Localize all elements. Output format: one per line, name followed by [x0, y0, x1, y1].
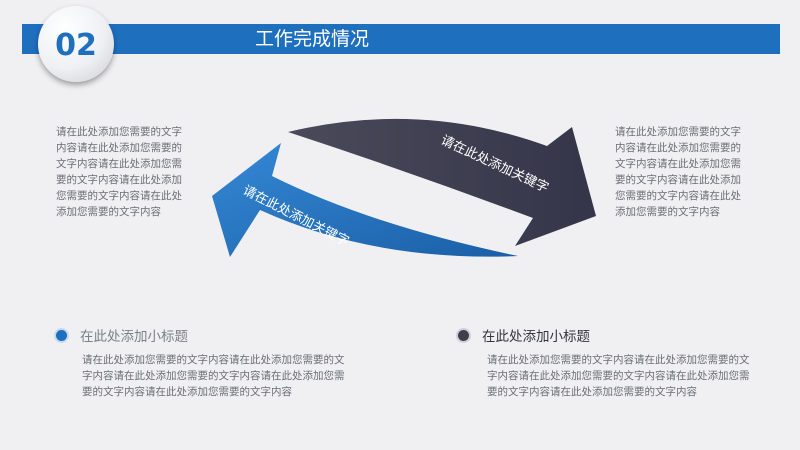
bottom-right-subtitle: 在此处添加小标题 — [482, 329, 590, 345]
text-line: 添加您需要的文字内容 — [56, 206, 161, 218]
text-line: 请在此处添加您需要的文字内容请在此处添加您需要的文 — [487, 354, 750, 366]
right-paragraph: 请在此处添加您需要的文字 内容请在此处添加您需要的 文字内容请在此处添加您需 要… — [615, 124, 785, 220]
text-line: 您需要的文字内容请在此处 — [56, 190, 182, 202]
left-paragraph: 请在此处添加您需要的文字 内容请在此处添加您需要的 文字内容请在此处添加您需 要… — [56, 124, 228, 220]
text-line: 字内容请在此处添加您需要的文字内容请在此处添加您需 — [82, 370, 345, 382]
bottom-left-paragraph: 请在此处添加您需要的文字内容请在此处添加您需要的文 字内容请在此处添加您需要的文… — [82, 352, 362, 400]
text-line: 要的文字内容请在此处添加 — [56, 174, 182, 186]
bottom-right-subtitle-row: 在此处添加小标题 — [458, 325, 590, 345]
text-line: 文字内容请在此处添加您需 — [56, 158, 182, 170]
text-line: 请在此处添加您需要的文字内容请在此处添加您需要的文 — [82, 354, 345, 366]
bullet-dot-blue — [56, 329, 67, 341]
page-title: 工作完成情况 — [255, 28, 370, 50]
blue-arrow — [212, 143, 518, 257]
bottom-right-paragraph: 请在此处添加您需要的文字内容请在此处添加您需要的文 字内容请在此处添加您需要的文… — [487, 352, 769, 400]
header-bar — [22, 24, 780, 54]
text-line: 请在此处添加您需要的文字 — [56, 126, 182, 138]
text-line: 内容请在此处添加您需要的 — [615, 142, 741, 154]
section-number-badge: 02 — [38, 6, 114, 82]
text-line: 添加您需要的文字内容 — [615, 206, 720, 218]
text-line: 要的文字内容请在此处添加您需要的文字内容 — [487, 386, 697, 398]
section-number: 02 — [55, 28, 97, 63]
dark-arrow — [288, 118, 596, 246]
text-line: 要的文字内容请在此处添加 — [615, 174, 741, 186]
text-line: 字内容请在此处添加您需要的文字内容请在此处添加您需 — [487, 370, 750, 382]
text-line: 文字内容请在此处添加您需 — [615, 158, 741, 170]
text-line: 要的文字内容请在此处添加您需要的文字内容 — [82, 386, 292, 398]
bottom-left-subtitle-row: 在此处添加小标题 — [56, 325, 188, 345]
bullet-dot-dark — [458, 329, 469, 341]
text-line: 请在此处添加您需要的文字 — [615, 126, 741, 138]
text-line: 您需要的文字内容请在此处 — [615, 190, 741, 202]
bottom-left-subtitle: 在此处添加小标题 — [80, 329, 188, 345]
text-line: 内容请在此处添加您需要的 — [56, 142, 182, 154]
